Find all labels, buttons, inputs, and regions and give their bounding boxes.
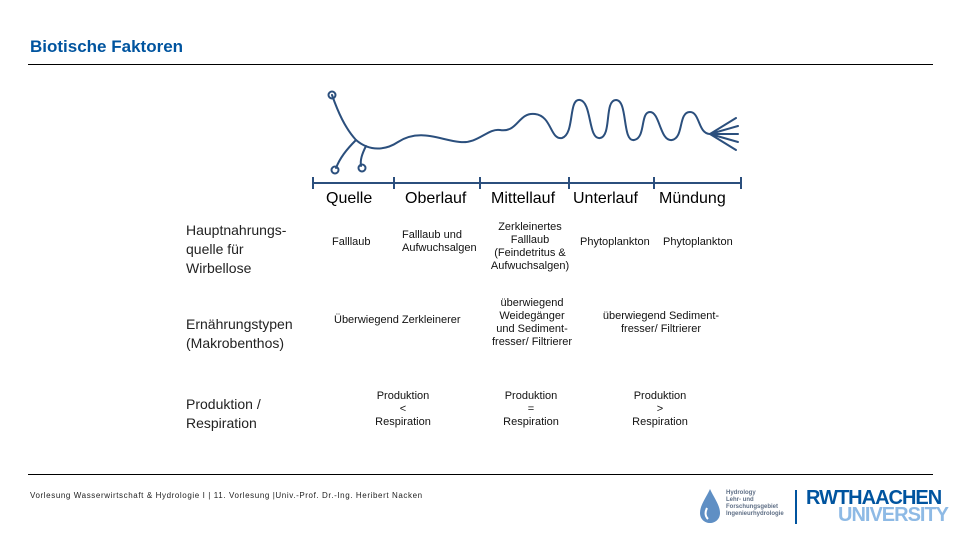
cell-hauptnahrung-oberlauf: Falllaub und Aufwuchsalgen (402, 229, 477, 254)
river-diagram (312, 90, 742, 189)
footer-divider (28, 474, 933, 475)
source-spring-marker (327, 90, 337, 100)
river-source-branch (359, 145, 367, 167)
cell-produktion-oberlauf: Produktion < Respiration (375, 390, 431, 428)
segment-label-quelle: Quelle (326, 190, 373, 207)
river-mouth-delta (709, 133, 739, 143)
header-divider (28, 64, 933, 65)
institute-logo: Hydrology Lehr- und Forschungsgebiet Ing… (698, 486, 788, 526)
source-spring-marker (330, 165, 340, 175)
cell-hauptnahrung-unterlauf: Phytoplankton (580, 236, 650, 248)
footer-text: Vorlesung Wasserwirtschaft & Hydrologie … (30, 491, 423, 500)
segment-label-unterlauf: Unterlauf (573, 190, 638, 207)
page-title: Biotische Faktoren (30, 37, 184, 56)
river-main-channel (331, 94, 711, 150)
logo-divider (795, 490, 797, 524)
cell-produktion-mittellauf: Produktion = Respiration (503, 390, 559, 428)
row-label-hauptnahrung: Hauptnahrungs- quelle für Wirbellose (186, 222, 287, 276)
source-spring-marker (357, 163, 367, 173)
row-label-produktion: Produktion / Respiration (186, 396, 261, 431)
segment-label-muendung: Mündung (659, 190, 726, 207)
segment-label-mittellauf: Mittellauf (491, 190, 556, 207)
river-source-branch (335, 139, 357, 169)
water-drop-icon (700, 489, 720, 523)
cell-hauptnahrung-mittellauf: Zerkleinertes Falllaub (Feindetritus & A… (490, 221, 570, 272)
river-mouth-delta (709, 125, 739, 135)
cell-ernaehrung-mittellauf: überwiegend Weidegänger und Sediment- fr… (491, 297, 573, 348)
cell-ernaehrung-unterlauf: überwiegend Sediment- fresser/ Filtriere… (602, 310, 720, 335)
cell-ernaehrung-oberlauf: Überwiegend Zerkleinerer (334, 314, 461, 326)
river-mouth-delta (709, 133, 737, 151)
river-mouth-delta (709, 117, 737, 135)
segment-label-oberlauf: Oberlauf (405, 190, 467, 207)
cell-hauptnahrung-muendung: Phytoplankton (663, 236, 733, 248)
row-label-ernaehrung: Ernährungstypen (Makrobenthos) (186, 316, 293, 351)
cell-produktion-unterlauf: Produktion > Respiration (632, 390, 688, 428)
rwth-logo: RWTHAACHEN UNIVERSITY (806, 487, 949, 526)
cell-hauptnahrung-quelle: Falllaub (332, 236, 371, 248)
